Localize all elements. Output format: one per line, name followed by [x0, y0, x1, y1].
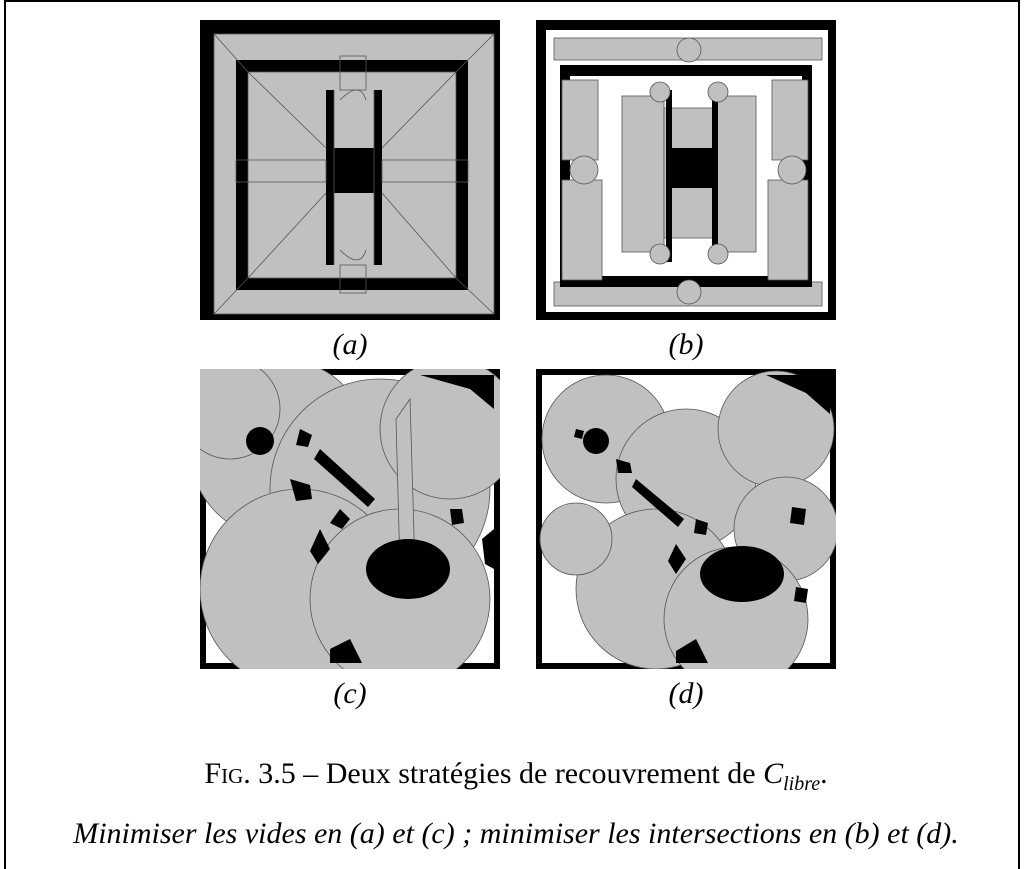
panel-c-image — [200, 369, 500, 669]
caption-end: . — [820, 757, 828, 790]
figure-frame — [4, 0, 1020, 869]
caption-text: 3.5 – Deux stratégies de recouvrement de — [258, 757, 764, 790]
panel-d-label: (d) — [668, 677, 704, 710]
figure-caption: Fig. 3.5 – Deux stratégies de recouvreme… — [0, 757, 1032, 797]
caption-math-sub: libre — [783, 773, 821, 795]
panel-c-label: (c) — [333, 677, 367, 710]
panel-b-label: (b) — [668, 328, 704, 361]
panel-a-label: (a) — [332, 328, 368, 361]
figure-description: Minimiser les vides en (a) et (c) ; mini… — [73, 817, 959, 850]
panel-a-image — [200, 20, 500, 320]
caption-prefix: Fig. — [204, 757, 251, 790]
panel-b-image — [536, 20, 836, 320]
caption-math: C — [763, 757, 784, 790]
panel-d-image — [536, 369, 836, 669]
